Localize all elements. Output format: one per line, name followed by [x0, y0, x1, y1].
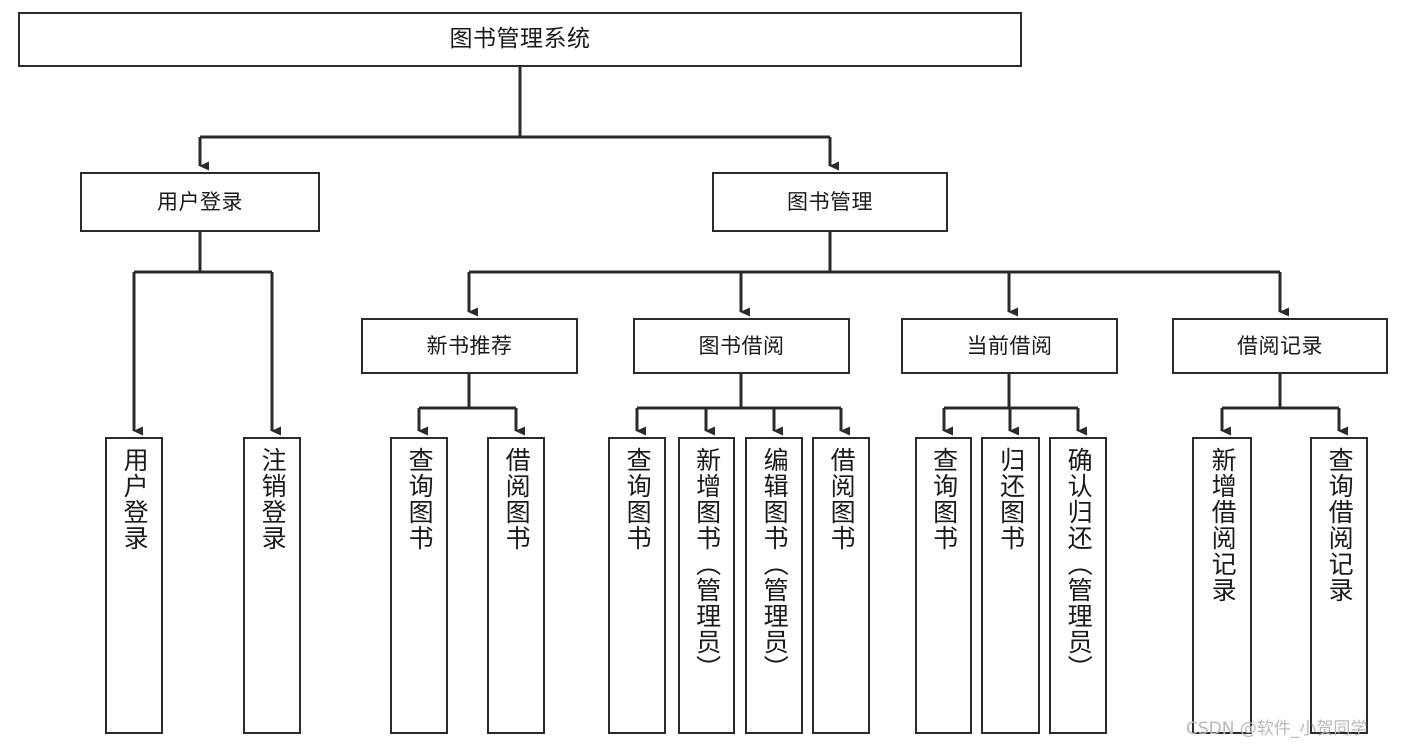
node-leaf-add-book[interactable]: 新增图书（管理员） — [678, 437, 735, 734]
node-borrow-record[interactable]: 借阅记录 — [1172, 318, 1388, 374]
node-leaf-confirm-return[interactable]: 确认归还（管理员） — [1049, 437, 1107, 734]
node-leaf-add-book-label: 新增图书（管理员） — [692, 447, 722, 681]
node-leaf-query-book-1-label: 查询图书 — [405, 447, 435, 551]
node-leaf-borrow-book-2-label: 借阅图书 — [827, 447, 857, 551]
node-leaf-query-book-3-label: 查询图书 — [929, 447, 959, 551]
node-leaf-return-book-label: 归还图书 — [996, 447, 1026, 551]
node-new-book-rec-label: 新书推荐 — [426, 333, 513, 358]
node-leaf-add-record-label: 新增借阅记录 — [1208, 447, 1238, 603]
node-leaf-user-logout[interactable]: 注销登录 — [243, 437, 301, 734]
node-leaf-add-record[interactable]: 新增借阅记录 — [1192, 437, 1252, 734]
node-leaf-query-record-label: 查询借阅记录 — [1325, 447, 1355, 603]
node-leaf-return-book[interactable]: 归还图书 — [981, 437, 1040, 734]
node-leaf-query-book-2-label: 查询图书 — [623, 447, 653, 551]
node-user-login[interactable]: 用户登录 — [80, 172, 320, 232]
node-root-label: 图书管理系统 — [449, 25, 591, 52]
node-leaf-borrow-book-1[interactable]: 借阅图书 — [487, 437, 545, 734]
node-borrow-record-label: 借阅记录 — [1237, 333, 1323, 358]
node-leaf-user-logout-label: 注销登录 — [258, 447, 288, 551]
node-leaf-query-book-3[interactable]: 查询图书 — [915, 437, 972, 734]
node-book-borrow-label: 图书借阅 — [698, 333, 785, 358]
node-current-borrow[interactable]: 当前借阅 — [901, 318, 1118, 374]
node-leaf-user-login-label: 用户登录 — [120, 447, 150, 551]
node-leaf-query-book-1[interactable]: 查询图书 — [390, 437, 448, 734]
node-leaf-borrow-book-2[interactable]: 借阅图书 — [812, 437, 870, 734]
node-leaf-confirm-return-label: 确认归还（管理员） — [1064, 447, 1094, 681]
node-leaf-query-record[interactable]: 查询借阅记录 — [1310, 437, 1368, 734]
node-leaf-user-login[interactable]: 用户登录 — [105, 437, 163, 734]
node-book-manage-label: 图书管理 — [787, 189, 873, 214]
node-leaf-edit-book-label: 编辑图书（管理员） — [760, 447, 790, 681]
node-current-borrow-label: 当前借阅 — [966, 333, 1053, 358]
node-leaf-query-book-2[interactable]: 查询图书 — [608, 437, 666, 734]
csdn-watermark: CSDN @软件_小贺同学 — [1186, 719, 1368, 739]
node-new-book-rec[interactable]: 新书推荐 — [361, 318, 578, 374]
node-root[interactable]: 图书管理系统 — [18, 12, 1022, 67]
node-book-borrow[interactable]: 图书借阅 — [633, 318, 850, 374]
node-leaf-borrow-book-1-label: 借阅图书 — [502, 447, 532, 551]
node-user-login-label: 用户登录 — [157, 189, 243, 214]
node-book-manage[interactable]: 图书管理 — [712, 172, 948, 232]
node-leaf-edit-book[interactable]: 编辑图书（管理员） — [745, 437, 803, 734]
